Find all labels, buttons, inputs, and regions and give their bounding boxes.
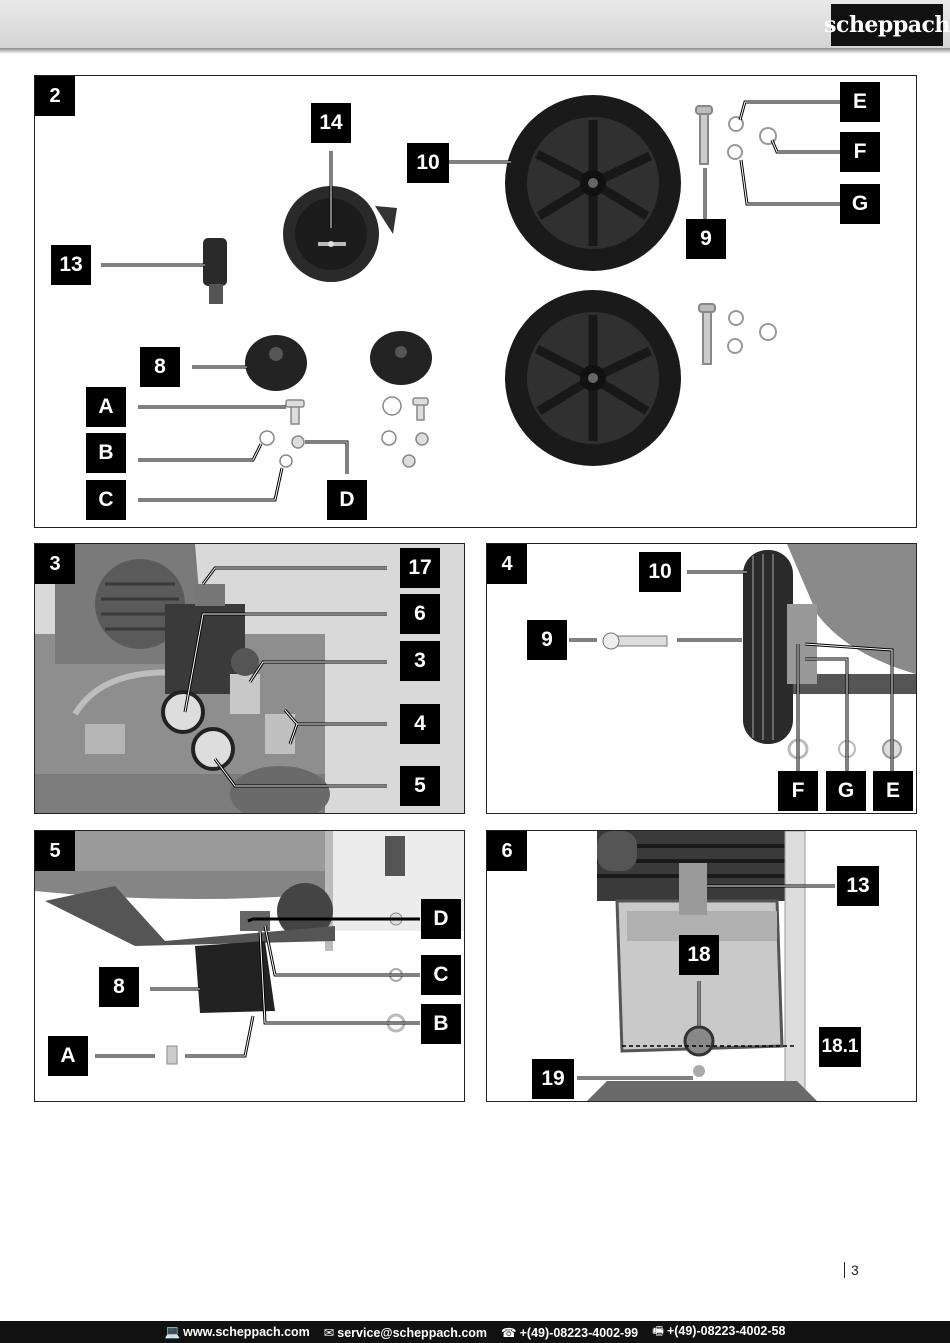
footer-bar: 💻www.scheppach.com ✉service@scheppach.co… xyxy=(0,1321,950,1343)
figure-4: 4 10 9 F G E xyxy=(486,543,917,814)
computer-icon: 💻 xyxy=(164,1324,181,1339)
figure-2-number: 2 xyxy=(35,76,75,116)
callout-18: 18 xyxy=(679,935,719,975)
figure-2-drawing xyxy=(101,95,840,502)
callout-10: 10 xyxy=(639,552,681,592)
callout-D: D xyxy=(421,899,461,939)
callout-6: 6 xyxy=(400,594,440,634)
figure-5-photo xyxy=(35,831,464,1065)
figure-4-photo xyxy=(569,544,916,771)
callout-D: D xyxy=(327,480,367,520)
callout-8: 8 xyxy=(140,347,180,387)
callout-3: 3 xyxy=(400,641,440,681)
figure-6-photo xyxy=(577,831,835,1101)
footer-fax[interactable]: 🖷+(49)-08223-4002-58 xyxy=(652,1323,786,1338)
callout-G: G xyxy=(826,771,866,811)
footer-web[interactable]: 💻www.scheppach.com xyxy=(164,1324,310,1339)
header-shadow xyxy=(0,48,950,54)
hardware-right-drawing xyxy=(381,396,429,468)
callout-10: 10 xyxy=(407,143,449,183)
fax-icon: 🖷 xyxy=(652,1323,664,1338)
callout-4: 4 xyxy=(400,704,440,744)
figure-3-number: 3 xyxy=(35,544,75,584)
header-band xyxy=(0,0,950,48)
figure-6: 6 13 18 18.1 19 xyxy=(486,830,917,1102)
mail-icon: ✉ xyxy=(323,1325,335,1340)
callout-A: A xyxy=(48,1036,88,1076)
muffler-drawing xyxy=(203,238,227,304)
callout-G: G xyxy=(840,184,880,224)
wheel-bottom-drawing xyxy=(505,290,681,466)
callout-C: C xyxy=(421,955,461,995)
figure-4-number: 4 xyxy=(487,544,527,584)
callout-E: E xyxy=(873,771,913,811)
callout-13: 13 xyxy=(837,866,879,906)
callout-C: C xyxy=(86,480,126,520)
callout-5: 5 xyxy=(400,766,440,806)
figure-6-number: 6 xyxy=(487,831,527,871)
axle-set-bottom-drawing xyxy=(698,303,777,365)
figure-3: 3 17 6 3 4 5 xyxy=(34,543,465,814)
rubber-foot-right-drawing xyxy=(370,331,432,385)
callout-F: F xyxy=(778,771,818,811)
callout-9: 9 xyxy=(686,219,726,259)
callout-18-1: 18.1 xyxy=(819,1027,861,1067)
hardware-left-drawing xyxy=(259,399,305,468)
callout-13: 13 xyxy=(51,245,91,285)
figure-5-number: 5 xyxy=(35,831,75,871)
callout-F: F xyxy=(840,132,880,172)
callout-8: 8 xyxy=(99,967,139,1007)
figure-3-photo xyxy=(35,544,464,813)
brand-logo: scheppach xyxy=(824,4,950,46)
phone-icon: ☎ xyxy=(501,1325,517,1340)
rubber-foot-left-drawing xyxy=(245,335,307,391)
figure-2: 2 14 10 E F G 9 13 8 A B C D xyxy=(34,75,917,528)
air-filter-drawing xyxy=(283,186,397,282)
callout-19: 19 xyxy=(532,1059,574,1099)
footer-phone[interactable]: ☎+(49)-08223-4002-99 xyxy=(501,1325,639,1340)
page-number: 3 xyxy=(844,1262,859,1278)
axle-set-top-drawing xyxy=(695,105,777,165)
callout-B: B xyxy=(86,433,126,473)
callout-17: 17 xyxy=(400,548,440,588)
callout-14: 14 xyxy=(311,103,351,143)
callout-E: E xyxy=(840,82,880,122)
callout-A: A xyxy=(86,387,126,427)
figure-5: 5 D C 8 B A xyxy=(34,830,465,1102)
footer-email[interactable]: ✉service@scheppach.com xyxy=(323,1325,488,1340)
callout-B: B xyxy=(421,1004,461,1044)
wheel-top-drawing xyxy=(505,95,681,271)
callout-9: 9 xyxy=(527,620,567,660)
